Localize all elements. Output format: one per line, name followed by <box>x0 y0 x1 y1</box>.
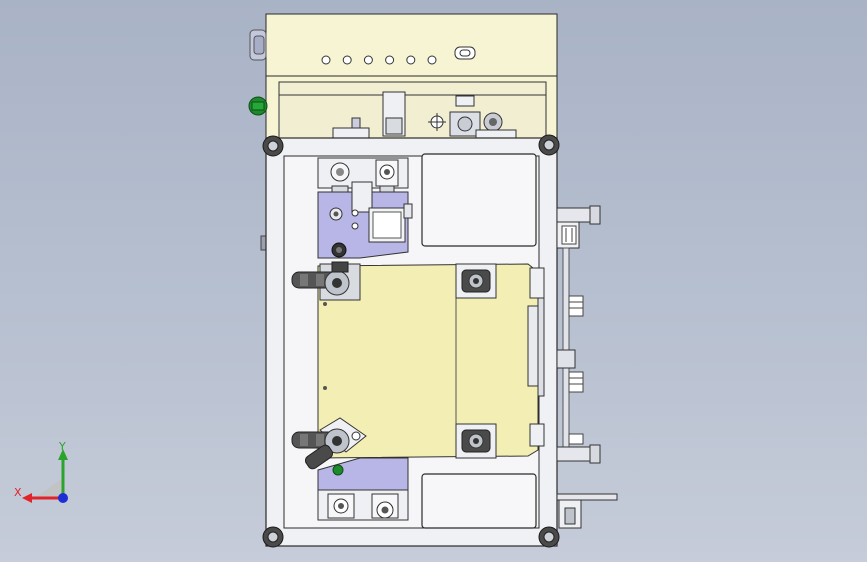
foot-icon <box>538 526 560 548</box>
caster-bottom-right <box>455 423 497 459</box>
right-side-rail <box>556 205 618 529</box>
top-cabinet <box>265 13 558 139</box>
caster-top-left <box>291 261 361 301</box>
green-fitting-icon <box>332 464 344 476</box>
indicator-hole <box>427 55 437 65</box>
corner-feet <box>262 134 560 548</box>
x-axis-label: X <box>14 486 22 499</box>
indicator-holes <box>321 55 437 65</box>
axis-triad: Y X <box>14 440 68 503</box>
y-axis-label: Y <box>58 440 66 453</box>
upper-fixture <box>317 157 413 259</box>
indicator-hole <box>342 55 352 65</box>
lower-fixture <box>317 457 409 521</box>
indicator-hole <box>321 55 331 65</box>
indicator-hole <box>406 55 416 65</box>
side-knobs <box>248 29 268 251</box>
oval-port <box>454 46 476 60</box>
z-axis-dot <box>58 493 68 503</box>
access-panel-bottom <box>421 473 537 529</box>
foot-icon <box>538 134 560 156</box>
caster-bottom-left <box>291 417 367 470</box>
access-panel-top <box>421 153 537 247</box>
foot-icon <box>262 135 284 157</box>
caster-top-right <box>455 263 497 299</box>
indicator-hole <box>385 55 395 65</box>
indicator-hole <box>363 55 373 65</box>
foot-icon <box>262 526 284 548</box>
pneumatic-fittings <box>428 95 517 139</box>
